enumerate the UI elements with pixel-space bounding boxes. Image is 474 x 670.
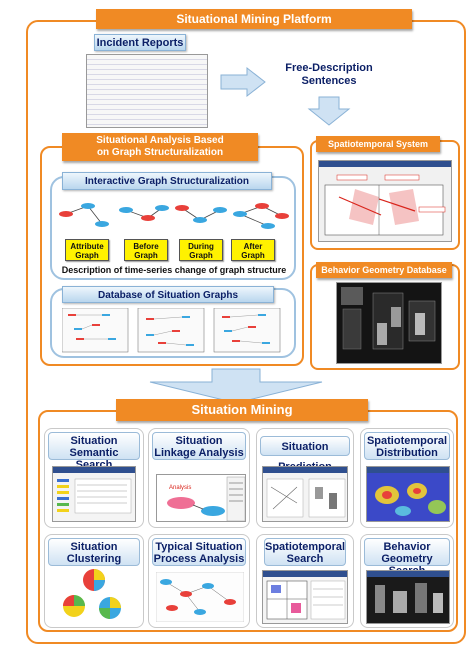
situation-prediction-screenshot <box>262 466 348 522</box>
spatiotemporal-search-screenshot <box>262 570 348 624</box>
linkage-graph-image: Analysis <box>167 476 245 521</box>
floor-plan-search-image <box>266 580 346 620</box>
3d-scene-image <box>337 283 441 363</box>
window-titlebar <box>263 467 347 473</box>
graph-network-images <box>59 203 289 229</box>
svg-text:Analysis: Analysis <box>169 485 191 491</box>
arrow-down-icon <box>307 96 351 126</box>
incident-reports-screenshot <box>86 54 208 128</box>
graph-change-description: Description of time-series change of gra… <box>61 265 287 275</box>
interactive-graph-frame <box>50 176 296 280</box>
clustering-pie-charts-image <box>63 569 121 619</box>
window-titlebar <box>367 467 449 473</box>
typical-situation-process-title: Typical Situation Process Analysis <box>152 538 246 566</box>
situation-graph-thumbnails <box>62 308 281 353</box>
situation-clustering-title: Situation Clustering <box>48 538 140 566</box>
situational-analysis-title: Situational Analysis Based on Graph Stru… <box>62 133 258 161</box>
situation-linkage-analysis-title: Situation Linkage Analysis <box>152 432 246 460</box>
interactive-graph-title: Interactive Graph Structuralization <box>62 172 272 190</box>
arrow-down-large-icon <box>149 368 323 404</box>
behavior-geometry-search-title: Behavior Geometry Search <box>364 538 450 577</box>
free-description-label: Free-Description Sentences <box>270 62 388 90</box>
incident-reports-title: Incident Reports <box>94 34 186 51</box>
process-graph-image <box>156 572 244 622</box>
arrow-right-icon <box>220 66 266 98</box>
spatiotemporal-search-title: Spatiotemporal Search <box>264 538 346 566</box>
heatmap-image <box>367 473 449 521</box>
spatiotemporal-distribution-title: Spatiotemporal Distribution <box>364 432 450 460</box>
window-titlebar <box>263 571 347 577</box>
behavior-geometry-search-screenshot <box>366 570 450 624</box>
during-graph-label: During Graph <box>179 239 223 261</box>
platform-title: Situational Mining Platform <box>96 9 412 29</box>
behavior-geometry-screenshot <box>336 282 442 364</box>
attribute-graph-label: Attribute Graph <box>65 239 109 261</box>
spatiotemporal-system-title: Spatiotemporal System <box>316 136 440 152</box>
window-titlebar <box>367 571 449 577</box>
situation-mining-title: Situation Mining <box>116 399 368 421</box>
window-titlebar <box>319 161 451 167</box>
spatiotemporal-system-screenshot <box>318 160 452 242</box>
situation-graph-database-title: Database of Situation Graphs <box>62 286 274 303</box>
after-graph-label: After Graph <box>231 239 275 261</box>
linkage-analysis-screenshot: Analysis <box>156 474 246 522</box>
spatiotemporal-distribution-screenshot <box>366 466 450 522</box>
situation-semantic-search-title: Situation Semantic Search <box>48 432 140 471</box>
behavior-geometry-db-title: Behavior Geometry Database <box>316 262 452 278</box>
situation-prediction-title: Situation Prediction <box>260 436 350 473</box>
search-results-image <box>57 478 132 514</box>
window-titlebar <box>53 467 135 473</box>
semantic-search-screenshot <box>52 466 136 522</box>
prediction-image <box>266 478 346 518</box>
floor-plan-image <box>324 174 446 236</box>
before-graph-label: Before Graph <box>124 239 168 261</box>
geometry-search-image <box>367 577 449 623</box>
